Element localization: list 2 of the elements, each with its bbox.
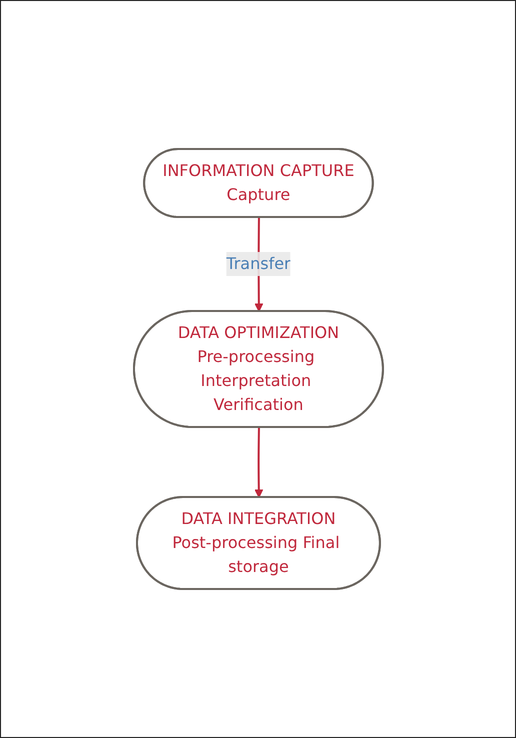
edge-label: Transfer [226, 254, 290, 273]
arrow [254, 427, 263, 498]
